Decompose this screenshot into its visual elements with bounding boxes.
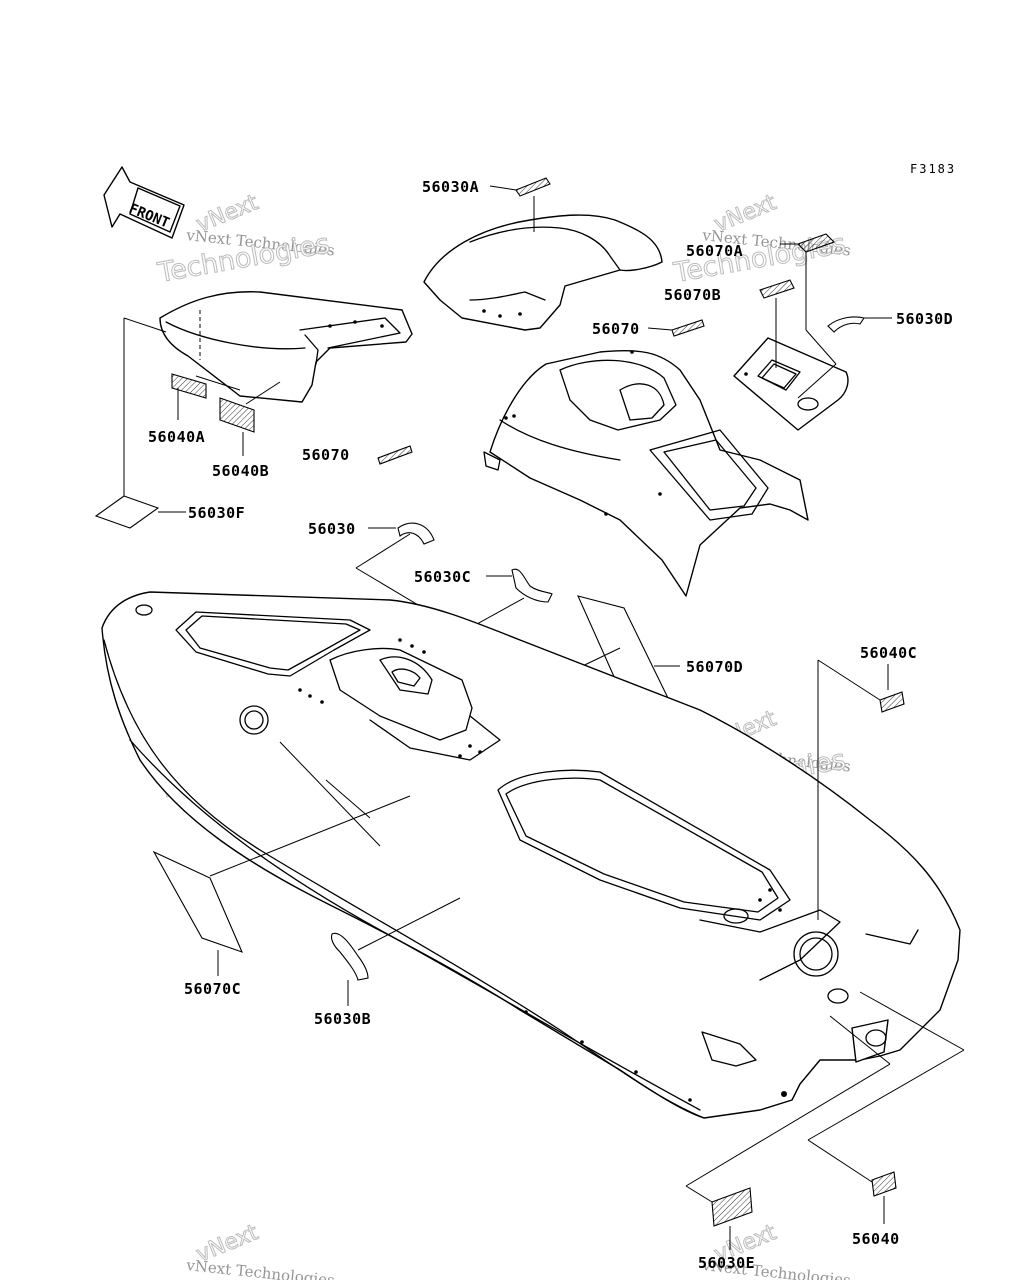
label-56030E: 56030E (698, 1254, 755, 1272)
decal-56030 (397, 522, 435, 545)
figure-code: F3183 (910, 162, 956, 176)
hatch-cover-part (733, 337, 849, 431)
label-56040A: 56040A (148, 428, 205, 446)
decal-56040C (879, 691, 905, 713)
decal-56040B (219, 397, 255, 433)
decal-56070-left (377, 445, 413, 465)
decal-56070B (759, 279, 795, 299)
watermark-line2: vNext Technologies (185, 1256, 336, 1280)
decal-56030E (711, 1187, 753, 1227)
decal-56030C (511, 568, 553, 603)
label-56070-left: 56070 (302, 446, 350, 464)
decal-56030D (827, 316, 865, 333)
decal-56030B (330, 932, 369, 981)
label-56070A: 56070A (686, 242, 743, 260)
label-56030A: 56030A (422, 178, 479, 196)
label-56030B: 56030B (314, 1010, 371, 1028)
deck-cover-part (483, 349, 809, 597)
decal-56070A (796, 233, 836, 253)
decal-56030F (94, 495, 160, 529)
decal-56040 (871, 1171, 897, 1197)
label-56030: 56030 (308, 520, 356, 538)
label-56070B: 56070B (664, 286, 721, 304)
label-56040C: 56040C (860, 644, 917, 662)
label-56070: 56070 (592, 320, 640, 338)
label-56040: 56040 (852, 1230, 900, 1248)
label-56040B: 56040B (212, 462, 269, 480)
decal-56070C (152, 850, 244, 953)
label-56070D: 56070D (686, 658, 743, 676)
seat-cover-part (159, 291, 413, 403)
decal-56030A (515, 177, 551, 197)
handle-cover-part (423, 214, 663, 331)
label-56030F: 56030F (188, 504, 245, 522)
label-56070C: 56070C (184, 980, 241, 998)
decal-56070 (671, 319, 705, 337)
front-arrow-icon: FRONT (103, 166, 185, 239)
label-56030D: 56030D (896, 310, 953, 328)
hull-part (101, 591, 961, 1119)
watermark: vNext vNext Technologies (185, 1220, 336, 1280)
decal-56040A (171, 373, 207, 399)
label-56030C: 56030C (414, 568, 471, 586)
